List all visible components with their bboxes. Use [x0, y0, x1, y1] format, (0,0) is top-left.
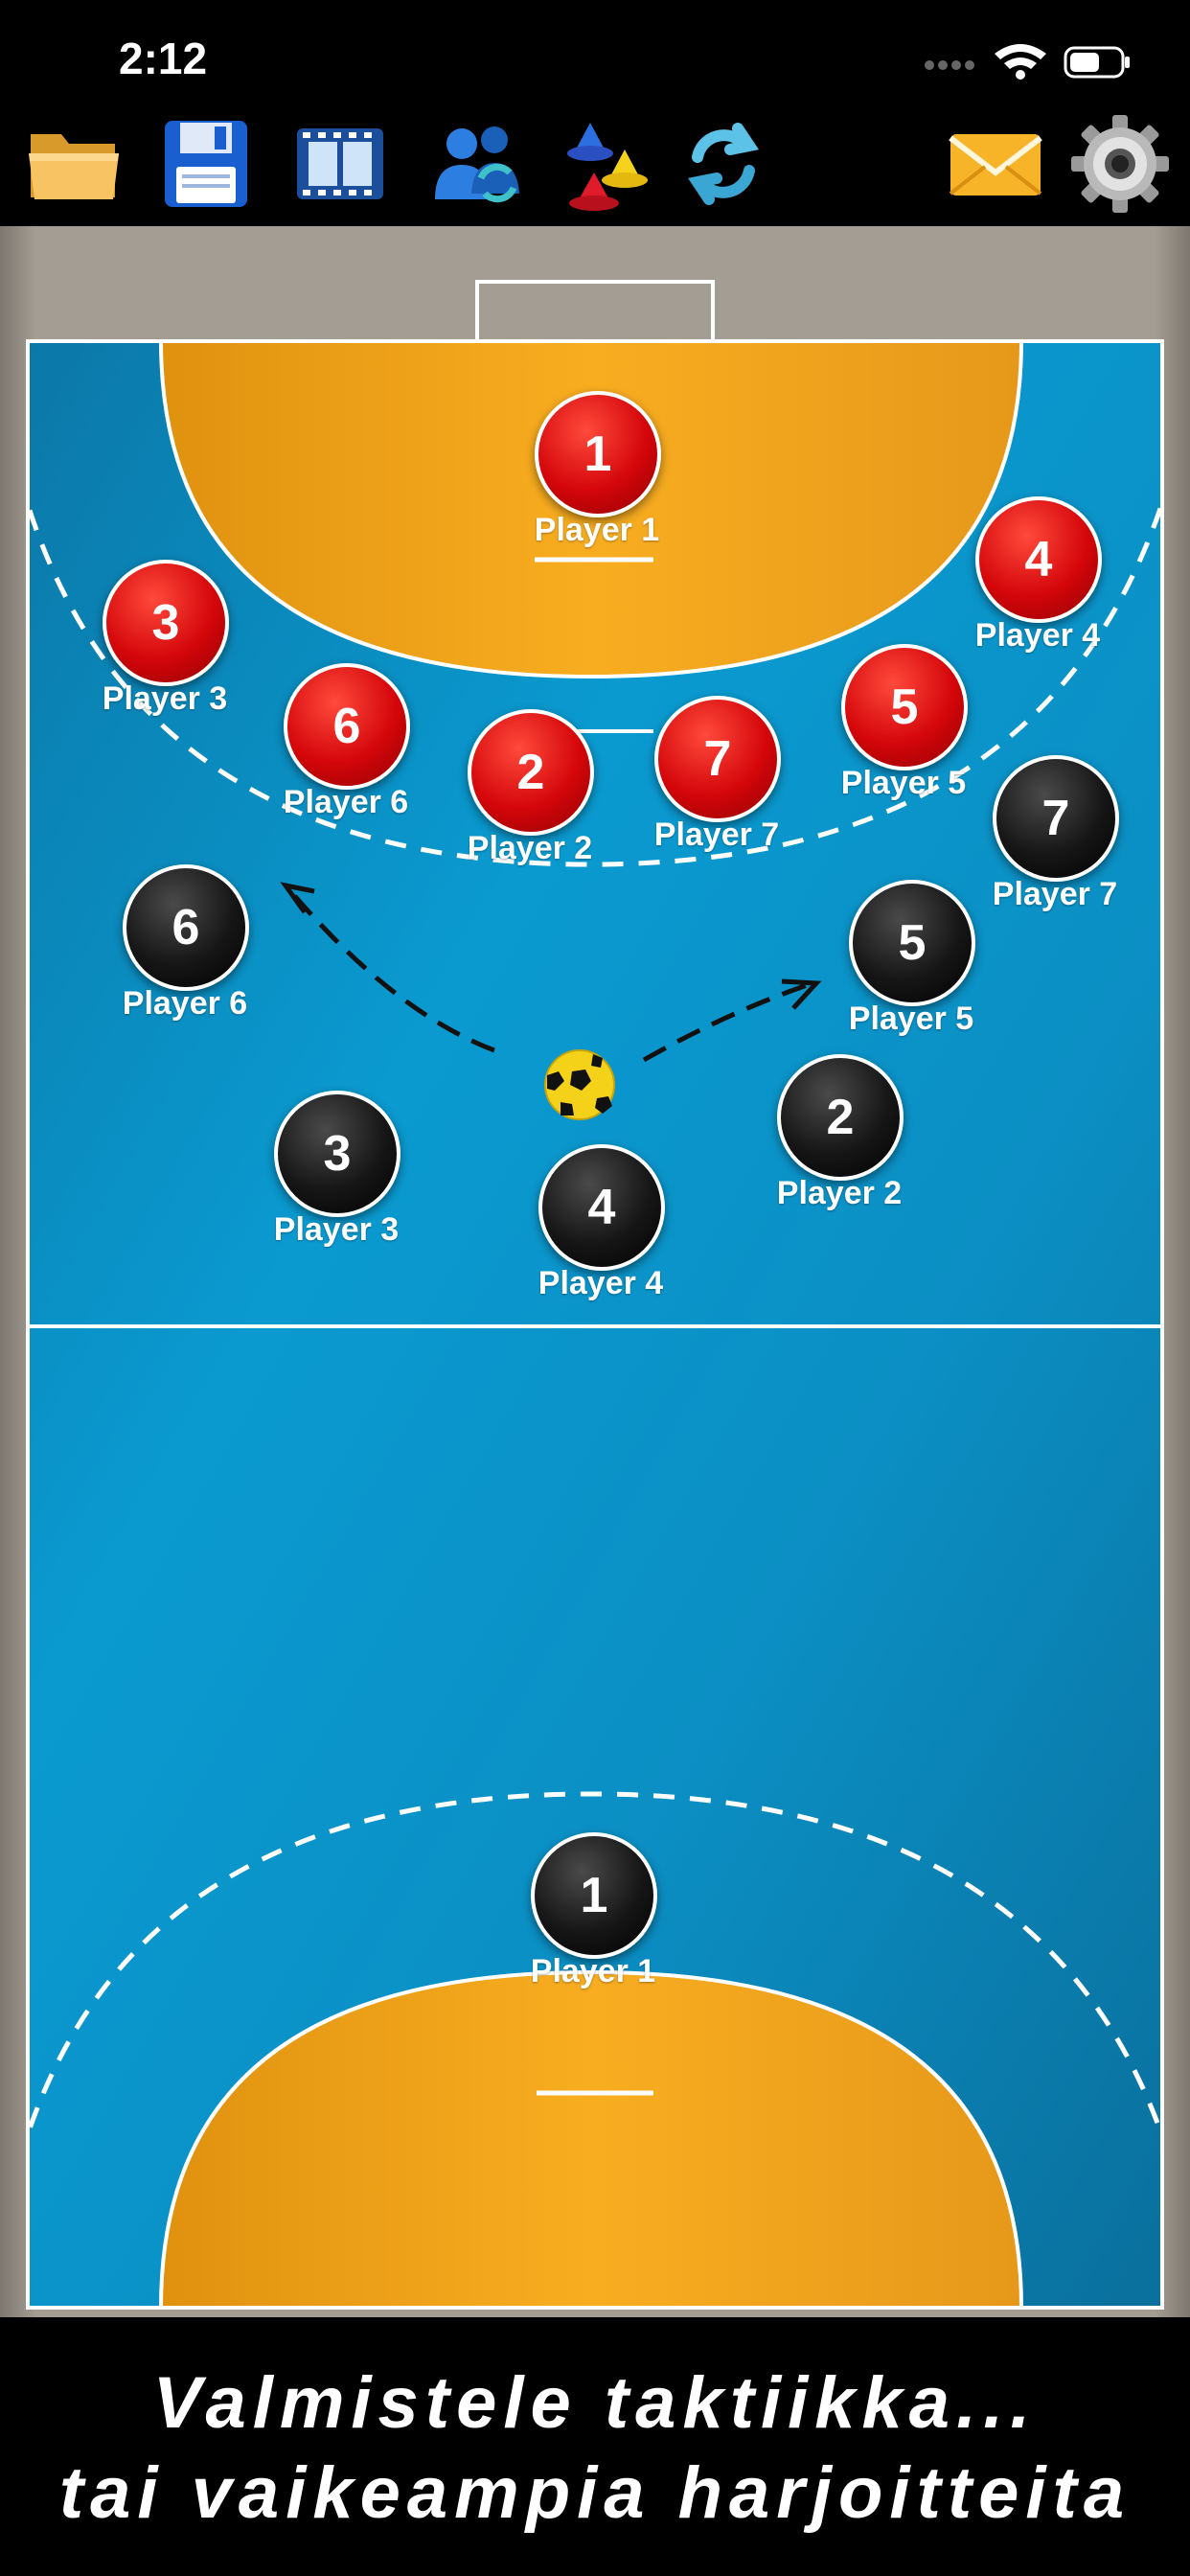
- tactics-board[interactable]: 1 Player 1 3 Player 3 4 Player 4 6 Playe…: [0, 226, 1190, 2317]
- players-swap-icon: [435, 126, 519, 203]
- caption-line-1: Valmistele taktiikka...: [152, 2362, 1038, 2444]
- player-number: 4: [538, 1144, 665, 1271]
- player-number: 5: [841, 644, 968, 770]
- open-folder-button[interactable]: [21, 111, 126, 217]
- status-icons: [925, 44, 1130, 80]
- black-player-token[interactable]: 6 Player 6: [123, 864, 249, 1056]
- player-label: Player 5: [848, 1000, 974, 1037]
- player-label: Player 4: [974, 617, 1101, 654]
- player-label: Player 1: [534, 512, 660, 548]
- player-number: 2: [468, 709, 594, 836]
- caption-line-2: tai vaikeampia harjoitteita: [58, 2452, 1132, 2534]
- promo-caption: Valmistele taktiikka... tai vaikeampia h…: [0, 2325, 1190, 2576]
- player-label: Player 6: [122, 985, 248, 1022]
- red-player-token[interactable]: 1 Player 1: [535, 391, 661, 583]
- player-label: Player 7: [653, 816, 780, 853]
- player-number: 3: [103, 560, 229, 686]
- black-player-token[interactable]: 2 Player 2: [777, 1054, 904, 1246]
- toolbar: [0, 111, 1190, 226]
- equipment-button[interactable]: [558, 111, 663, 217]
- red-player-token[interactable]: 6 Player 6: [284, 663, 410, 855]
- player-number: 2: [777, 1054, 904, 1181]
- settings-button[interactable]: [1067, 111, 1173, 217]
- player-label: Player 3: [273, 1211, 400, 1248]
- gear-icon: [1071, 115, 1169, 213]
- handball-court[interactable]: [0, 226, 1190, 2317]
- black-player-token[interactable]: 5 Player 5: [849, 880, 975, 1071]
- red-player-token[interactable]: 2 Player 2: [468, 709, 594, 901]
- player-number: 6: [284, 663, 410, 790]
- bottom-goal-area: [158, 1969, 1024, 2308]
- red-player-token[interactable]: 4 Player 4: [975, 496, 1102, 688]
- wifi-icon: [995, 44, 1046, 80]
- battery-icon: [1064, 46, 1130, 79]
- player-label: Player 2: [776, 1175, 903, 1211]
- movement-arrow-right[interactable]: [642, 980, 813, 1063]
- player-number: 7: [993, 755, 1119, 882]
- movement-arrow-left[interactable]: [286, 886, 495, 1053]
- top-free-throw-line: [28, 494, 1162, 867]
- player-number: 3: [274, 1091, 400, 1217]
- player-number: 5: [849, 880, 975, 1006]
- court-boundary: [26, 339, 1164, 2310]
- player-label: Player 4: [538, 1265, 664, 1301]
- black-player-token[interactable]: 4 Player 4: [538, 1144, 665, 1336]
- bottom-free-throw-line: [28, 1791, 1162, 2144]
- status-bar: 2:12: [0, 0, 1190, 111]
- player-number: 1: [535, 391, 661, 518]
- film-strip-icon: [297, 128, 383, 199]
- red-player-token[interactable]: 5 Player 5: [841, 644, 968, 836]
- refresh-arrows-icon: [688, 123, 759, 205]
- player-number: 6: [123, 864, 249, 991]
- handball-icon[interactable]: [544, 1049, 615, 1120]
- top-goal: [475, 280, 715, 343]
- player-label: Player 1: [530, 1953, 656, 1990]
- black-player-token[interactable]: 3 Player 3: [274, 1091, 400, 1282]
- signal-dots-icon: [925, 60, 974, 70]
- black-player-token[interactable]: 1 Player 1: [531, 1832, 657, 2024]
- player-number: 1: [531, 1832, 657, 1959]
- player-label: Player 7: [992, 876, 1118, 912]
- animation-button[interactable]: [287, 111, 393, 217]
- arrow-head-left: [280, 882, 315, 914]
- floppy-disk-icon: [165, 121, 247, 207]
- rotate-button[interactable]: [671, 111, 776, 217]
- red-player-token[interactable]: 3 Player 3: [103, 560, 229, 751]
- player-label: Player 6: [283, 784, 409, 820]
- status-time: 2:12: [119, 34, 208, 83]
- player-label: Player 3: [102, 680, 228, 717]
- player-label: Player 5: [840, 765, 967, 801]
- folder-icon: [29, 134, 119, 199]
- cones-icon: [567, 123, 648, 211]
- black-player-token[interactable]: 7 Player 7: [993, 755, 1119, 947]
- player-number: 7: [654, 696, 781, 822]
- save-button[interactable]: [153, 111, 259, 217]
- email-button[interactable]: [943, 111, 1048, 217]
- players-button[interactable]: [423, 111, 529, 217]
- player-number: 4: [975, 496, 1102, 623]
- arrow-head-right: [781, 978, 822, 1010]
- player-label: Player 2: [467, 830, 593, 866]
- envelope-icon: [949, 134, 1042, 196]
- red-player-token[interactable]: 7 Player 7: [654, 696, 781, 887]
